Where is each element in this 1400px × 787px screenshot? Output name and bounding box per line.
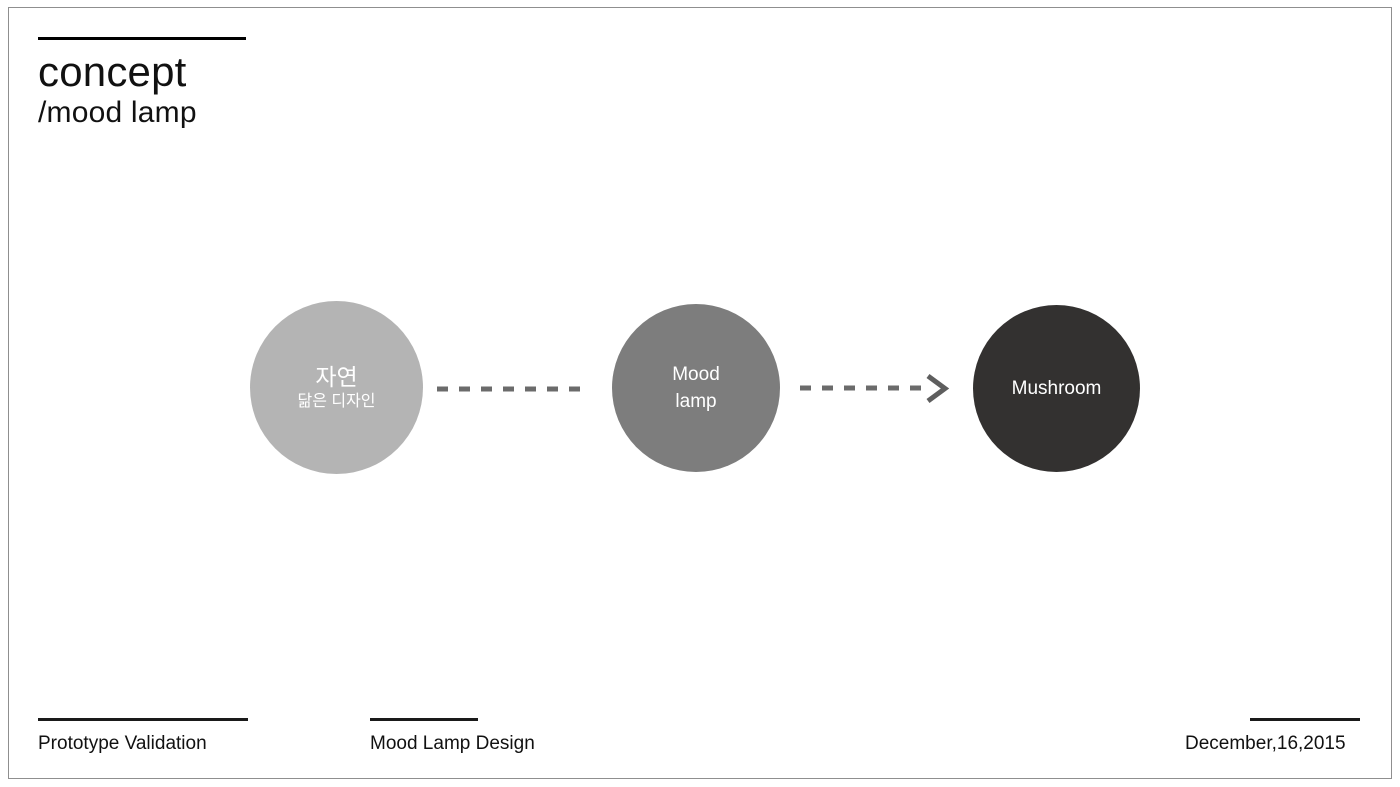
diagram-node-mushroom: Mushroom <box>973 305 1140 472</box>
footer-label-middle: Mood Lamp Design <box>370 733 535 754</box>
title-rule <box>38 37 246 40</box>
diagram-node-nature-line-1: 자연 <box>315 363 358 390</box>
connector-nature-to-mood-lamp <box>437 374 597 404</box>
diagram-node-mushroom-line-1: Mushroom <box>1011 377 1102 399</box>
footer-rule-right <box>1250 718 1360 721</box>
footer-rule-left <box>38 718 248 721</box>
connector-mood-lamp-to-mushroom <box>800 372 950 404</box>
footer-label-left: Prototype Validation <box>38 733 207 754</box>
diagram-node-mood-lamp: Mood lamp <box>612 304 780 472</box>
page-subtitle: /mood lamp <box>38 96 197 129</box>
arrowhead-icon <box>926 373 950 404</box>
footer-label-date: December,16,2015 <box>1185 733 1346 754</box>
diagram-node-mood-lamp-line-1: Mood <box>672 364 720 385</box>
footer-rule-middle <box>370 718 478 721</box>
diagram-node-nature-line-2: 닮은 디자인 <box>297 392 376 410</box>
diagram-node-mood-lamp-line-2: lamp <box>675 391 717 412</box>
diagram-node-nature: 자연 닮은 디자인 <box>250 301 423 474</box>
page-title: concept <box>38 48 187 95</box>
